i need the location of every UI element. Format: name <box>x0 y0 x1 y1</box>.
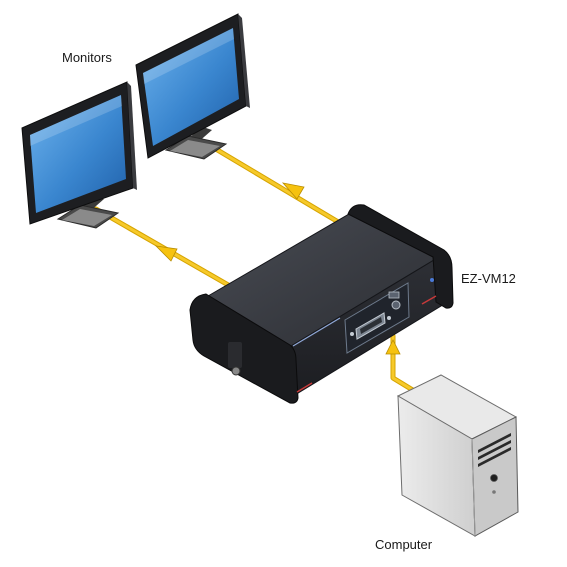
cable-to-right-monitor <box>201 139 348 229</box>
right-monitor-screen <box>143 28 239 146</box>
status-led <box>430 278 434 282</box>
left-monitor-screen <box>30 95 126 213</box>
power-jack-icon <box>231 366 241 376</box>
audio-jack-icon <box>391 300 401 310</box>
vga-port-icon <box>350 312 391 340</box>
computer-tower <box>396 374 519 537</box>
arrow-up-left-icon <box>281 182 305 200</box>
ez-vm12-device <box>189 204 454 404</box>
drive-bays <box>478 433 511 467</box>
right-monitor <box>135 13 250 160</box>
left-monitor <box>21 81 137 229</box>
monitors-label: Monitors <box>62 50 112 65</box>
power-button-icon <box>490 474 498 482</box>
computer-label: Computer <box>375 537 433 552</box>
arrow-up-icon <box>385 339 401 355</box>
cable-to-left-monitor <box>93 206 240 293</box>
device-label: EZ-VM12 <box>461 271 516 286</box>
arrow-up-left-icon <box>154 245 178 262</box>
